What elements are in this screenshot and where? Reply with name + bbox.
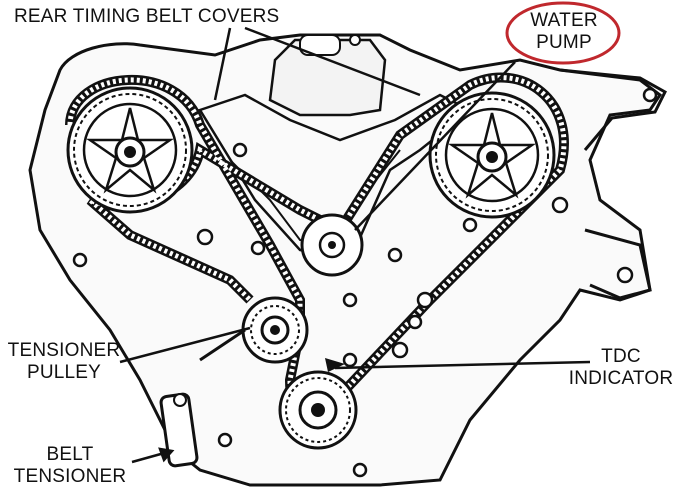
water-pump-pulley: [300, 213, 364, 277]
label-tdc-indicator-line2: INDICATOR: [568, 368, 674, 389]
belt-tensioner: [159, 328, 246, 468]
housing-bolt: [349, 34, 361, 46]
right-camshaft-sprocket: [428, 91, 556, 219]
label-belt-tensioner-line2: TENSIONER: [13, 466, 127, 487]
label-tensioner-pulley-line2: PULLEY: [26, 362, 102, 383]
block-bolts: [72, 142, 569, 478]
left-camshaft-sprocket: [66, 86, 194, 214]
tensioner-pulley-leader: [119, 326, 251, 364]
tensioner-pulley: [241, 296, 309, 364]
lower-bracket: [584, 228, 652, 300]
timing-belt-teeth: [67, 75, 567, 429]
water-pump-highlight-circle: [505, 1, 621, 65]
leader-lines: [119, 26, 591, 464]
tdc-indicator-leader: [334, 360, 591, 370]
housing-boss: [299, 34, 341, 56]
crankshaft-sprocket: [278, 370, 358, 450]
label-water-pump-line1: WATER: [530, 10, 598, 31]
label-tensioner-pulley-line1: TENSIONER: [7, 340, 121, 361]
tdc-indicator-mark: [325, 358, 345, 372]
mounting-bracket: [559, 68, 667, 151]
label-tdc-indicator-line1: TDC: [601, 346, 641, 367]
bracket-bolt: [642, 87, 658, 103]
label-water-pump-line2: PUMP: [536, 32, 592, 53]
lower-bracket-bolt: [616, 266, 634, 284]
rear-cover-leader-right: [244, 26, 421, 97]
label-belt-tensioner-line1: BELT: [46, 444, 94, 465]
rear-cover-leader-left: [213, 27, 232, 101]
label-rear-timing-belt-covers: REAR TIMING BELT COVERS: [14, 6, 280, 27]
belt-tensioner-arrow: [158, 447, 175, 463]
water-pump-leader: [354, 61, 516, 231]
